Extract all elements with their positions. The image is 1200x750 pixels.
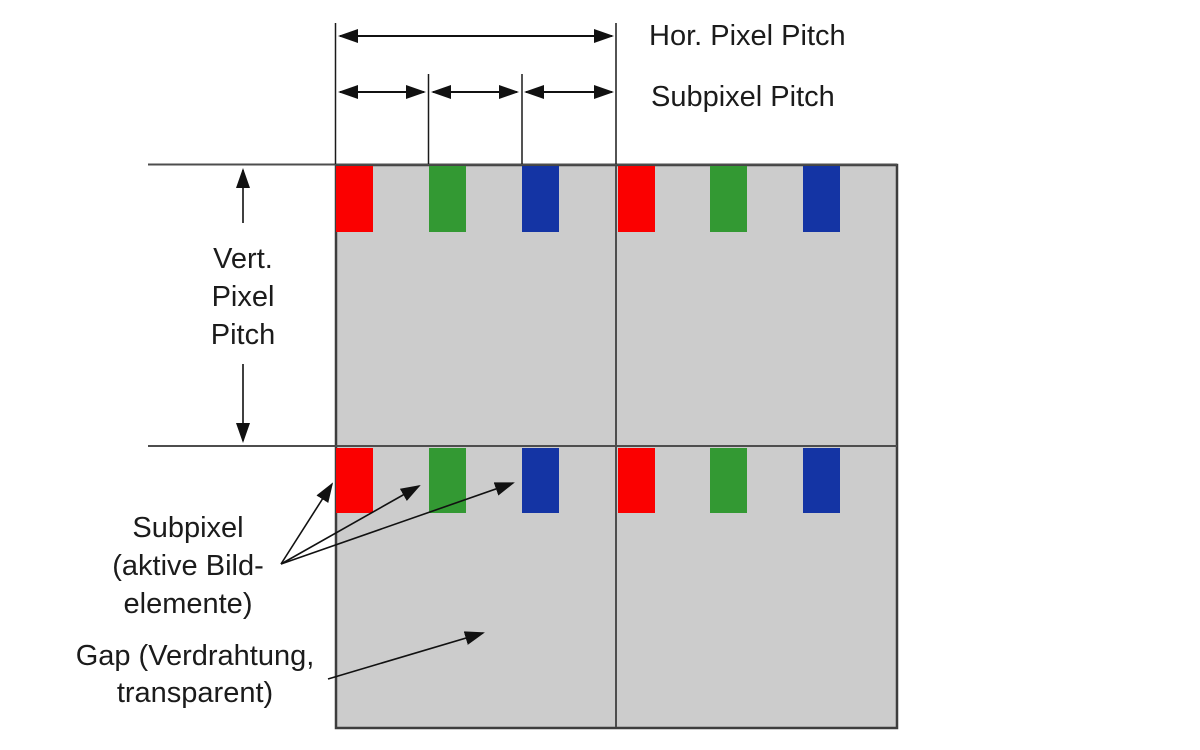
subpixel-blue-r1p1 — [522, 166, 559, 232]
subpixel-red-r2p2 — [618, 448, 655, 513]
vert-pixel-pitch-label: Vert. Pixel Pitch — [210, 243, 276, 351]
subpixel-red-r1p1 — [336, 166, 373, 232]
pointer-arrow-gap — [327, 631, 485, 680]
hor-pixel-pitch-label: Hor. Pixel Pitch — [649, 20, 846, 52]
subpixel-blue-r2p2 — [803, 448, 840, 513]
subpixel-pitch-label: Subpixel Pitch — [651, 81, 835, 113]
subpixel-green-r2p2 — [710, 448, 747, 513]
subpixel-green-r2p1 — [429, 448, 466, 513]
pointer-arrow-subpixel-blue — [280, 482, 515, 565]
subpixel-green-r1p2 — [710, 166, 747, 232]
subpixel-red-r2p1 — [336, 448, 373, 513]
subpixel-green-r1p1 — [429, 166, 466, 232]
gap-label: Gap (Verdrahtung, transparent) — [75, 640, 315, 709]
subpixel-label: Subpixel (aktive Bild- elemente) — [112, 512, 264, 620]
subpixel-blue-r1p2 — [803, 166, 840, 232]
subpixel-blue-r2p1 — [522, 448, 559, 513]
pointer-arrow-subpixel-green — [280, 485, 421, 565]
pointer-arrow-subpixel-red — [280, 482, 334, 565]
subpixel-red-r1p2 — [618, 166, 655, 232]
